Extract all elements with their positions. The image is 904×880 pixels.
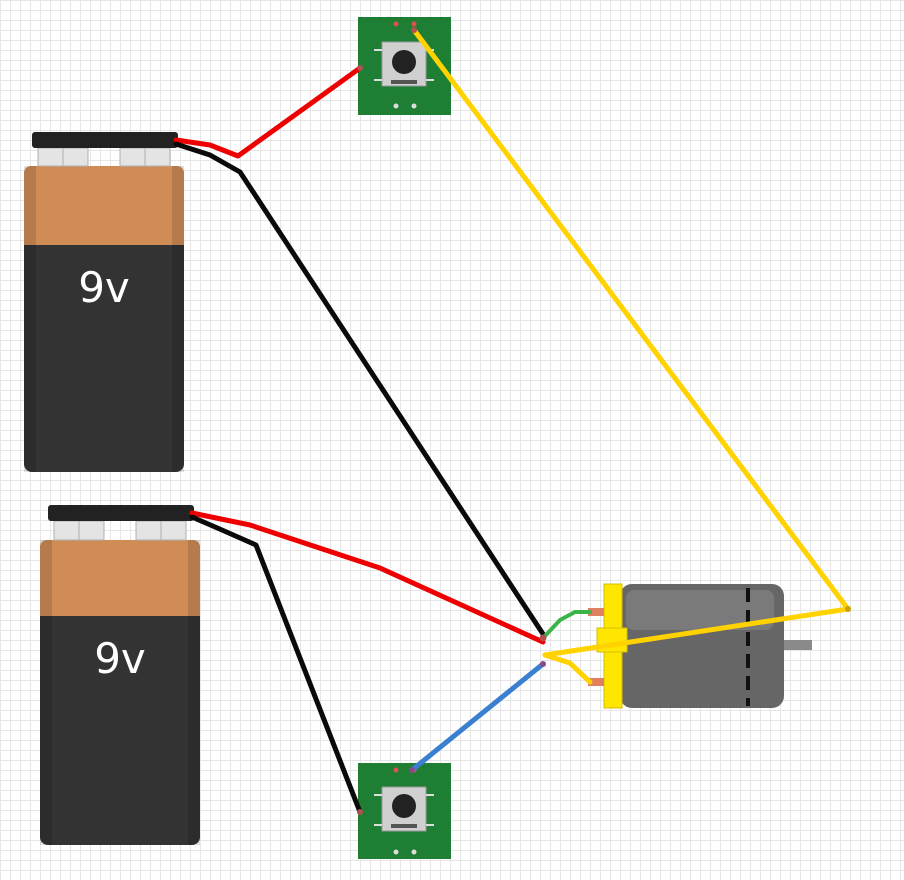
- wire-yellow-short[interactable]: [542, 652, 593, 685]
- pushbutton-top[interactable]: [358, 17, 451, 115]
- wire-blue[interactable]: [409, 661, 546, 773]
- wire-yellow-long[interactable]: [411, 27, 851, 658]
- wires: [173, 27, 851, 815]
- battery-top-label: 9v: [78, 263, 130, 312]
- battery-top[interactable]: 9v: [24, 132, 184, 472]
- wire-red-bottom[interactable]: [189, 510, 546, 645]
- dc-motor[interactable]: [588, 583, 812, 709]
- wire-black-bottom[interactable]: [189, 514, 363, 815]
- battery-bottom-label: 9v: [94, 634, 146, 683]
- wire-black-top[interactable]: [173, 141, 546, 637]
- pushbutton-bottom[interactable]: [358, 763, 451, 859]
- battery-bottom[interactable]: 9v: [40, 505, 200, 845]
- wire-green[interactable]: [543, 610, 592, 638]
- wire-red-top[interactable]: [173, 65, 363, 159]
